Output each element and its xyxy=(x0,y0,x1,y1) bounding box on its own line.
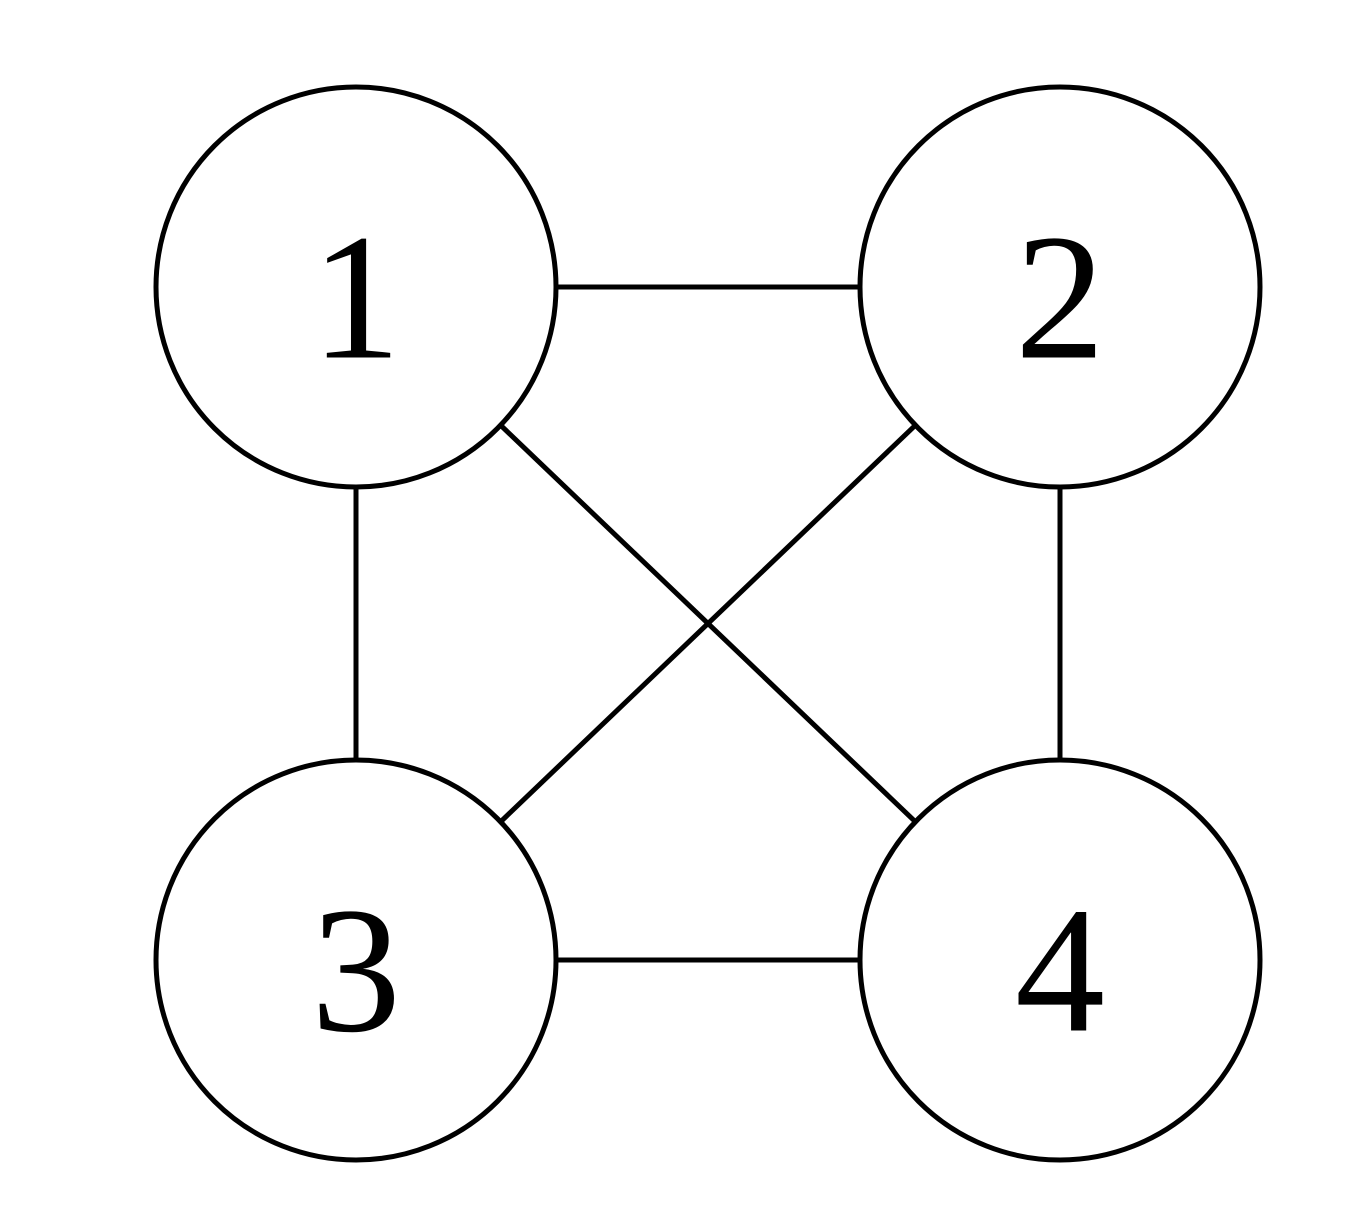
node-4: 4 xyxy=(857,757,1263,1163)
nodes-layer: 1 2 3 4 xyxy=(153,84,1263,1163)
node-3-label: 3 xyxy=(311,871,401,1070)
node-4-circle xyxy=(857,757,1263,1163)
node-3: 3 xyxy=(153,757,559,1163)
node-2-circle xyxy=(857,84,1263,490)
node-2-label: 2 xyxy=(1015,198,1105,397)
node-3-circle xyxy=(153,757,559,1163)
node-1: 1 xyxy=(153,84,559,490)
node-4-label: 4 xyxy=(1015,871,1105,1070)
node-1-label: 1 xyxy=(311,198,401,397)
node-2: 2 xyxy=(857,84,1263,490)
node-1-circle xyxy=(153,84,559,490)
